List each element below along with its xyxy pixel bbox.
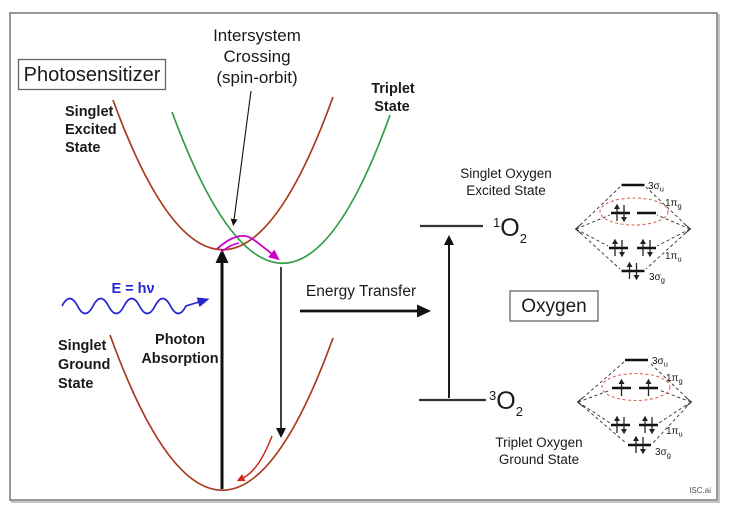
sigma-u-label: 3σu [652,356,668,369]
sigma-g-label: 3σg [655,447,671,460]
svg-text:Singlet: Singlet [58,338,107,354]
mo-level-bars [609,183,656,273]
triplet-state-curve [171,111,391,264]
diagram-frame [9,12,718,501]
sigma-g-label: 3σg [649,272,665,285]
right-vertex-chevron [684,224,692,234]
left-vertex-chevron [574,224,582,234]
svg-text:State: State [58,376,93,392]
singlet-ground-curve [109,334,334,491]
svg-text:State: State [374,99,409,115]
intersystem-pointer-arrow [230,90,252,226]
svg-text:Singlet Oxygen: Singlet Oxygen [460,166,552,181]
svg-text:Ground State: Ground State [499,452,579,467]
triplet-oxygen-symbol: 3O2 [489,387,523,419]
sigma-u-label: 3σu [648,181,664,194]
vibrational-relaxation-arrow [236,435,273,482]
svg-text:Absorption: Absorption [141,351,218,367]
pi-u-label: 1πu [666,426,683,439]
singlet-oxygen-title: Singlet Oxygen Excited State [460,166,552,198]
oxygen-box [509,290,599,322]
watermark-label: ISC.ai [689,486,711,495]
photon-wave-arrow [61,297,210,315]
pi-u-label: 1πu [665,251,682,264]
pi-g-highlight-ellipse [601,372,671,402]
photon-absorption-label: Photon Absorption [141,332,218,367]
pi-g-highlight-ellipse [599,197,669,226]
left-vertex-chevron [576,397,584,407]
svg-text:Excited: Excited [65,122,117,138]
svg-text:Crossing: Crossing [223,47,290,66]
singlet-excited-label: Singlet Excited State [65,104,117,156]
right-vertex-chevron [685,397,693,407]
svg-text:Intersystem: Intersystem [213,26,301,45]
photosensitizer-box-label: Photosensitizer [24,64,161,86]
svg-text:Photon: Photon [155,332,205,348]
triplet-oxygen-title: Triplet Oxygen Ground State [495,435,582,467]
svg-text:Excited State: Excited State [466,183,546,198]
oxygen-levels [419,224,486,402]
mo-correlation-dashes [577,361,692,444]
pi-g-label: 1πg [665,198,682,211]
intersystem-crossing-title: Intersystem Crossing (spin-orbit) [213,26,301,87]
mo-correlation-dashes [575,186,691,270]
svg-text:State: State [65,140,100,156]
triplet-state-label: Triplet State [371,81,415,115]
svg-text:Triplet: Triplet [371,81,415,97]
photon-energy-label: E = hν [111,281,154,297]
energy-transfer-label: Energy Transfer [306,283,416,300]
oxygen-box-label: Oxygen [521,296,586,317]
svg-text:(spin-orbit): (spin-orbit) [216,68,297,87]
svg-text:Triplet Oxygen: Triplet Oxygen [495,435,582,450]
mo-diagram-singlet-oxygen: 3σu 1πg 1πu 3σg [574,181,692,285]
intersystem-crossing-arrow [216,235,280,261]
svg-text:Singlet: Singlet [65,104,114,120]
singlet-ground-label: Singlet Ground State [58,338,110,392]
photosensitizer-box [17,58,167,91]
pi-g-label: 1πg [666,373,683,386]
singlet-oxygen-symbol: 1O2 [493,214,527,246]
svg-text:Ground: Ground [58,357,110,373]
mo-diagram-triplet-oxygen: 3σu 1πg 1πu 3σg [576,356,693,460]
